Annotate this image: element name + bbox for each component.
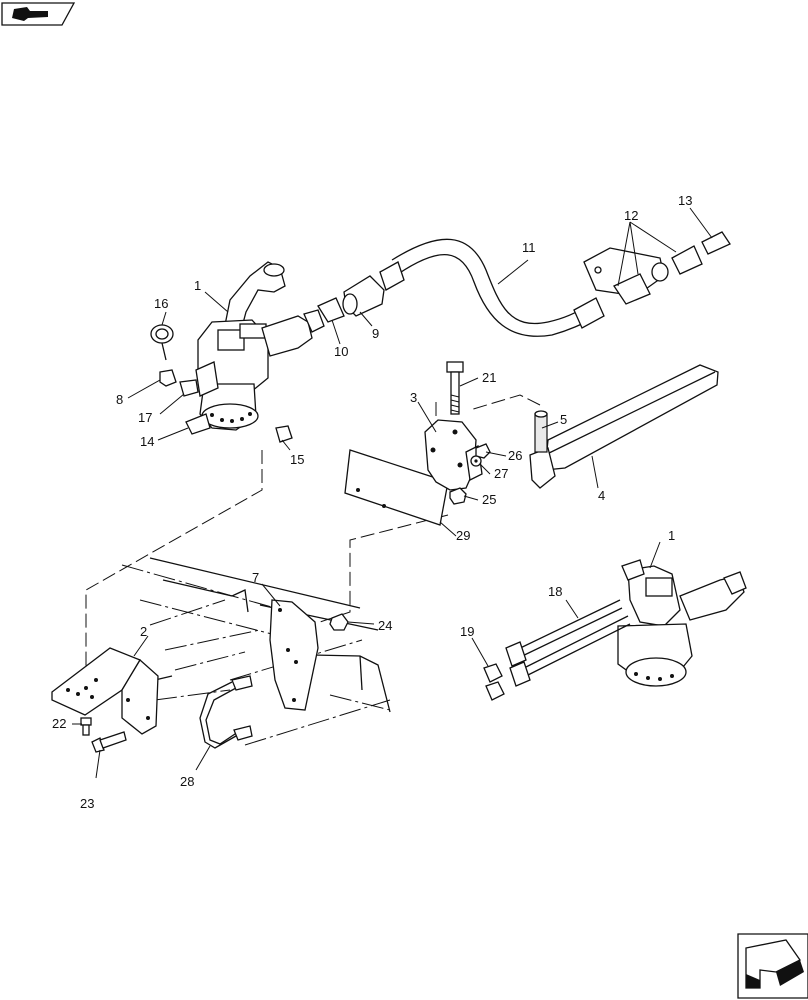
callout-15: 15	[290, 452, 304, 467]
bolt-22[interactable]	[80, 717, 92, 736]
fitting-14[interactable]	[185, 413, 211, 435]
plate-29[interactable]	[344, 449, 449, 526]
callout-23: 23	[80, 796, 94, 811]
fittings-19[interactable]	[483, 663, 505, 701]
callout-1b: 1	[668, 528, 675, 543]
callout-12: 12	[624, 208, 638, 223]
coupler-9[interactable]	[342, 275, 385, 317]
leader-lines	[72, 207, 713, 779]
callout-2: 2	[140, 624, 147, 639]
callout-1a: 1	[194, 278, 201, 293]
next-page-arrow-icon[interactable]	[737, 933, 808, 999]
callout-21: 21	[482, 370, 496, 385]
callout-18: 18	[548, 584, 562, 599]
fitting-13[interactable]	[701, 231, 731, 255]
valve-assembly-1-lower[interactable]	[617, 559, 747, 687]
callout-14: 14	[140, 434, 154, 449]
callout-26: 26	[508, 448, 522, 463]
plate-7[interactable]	[231, 589, 319, 711]
callout-19: 19	[460, 624, 474, 639]
callout-labels: 1 16 8 17 14 15 10 9 11 12 13 21 3 5 26 …	[52, 193, 692, 811]
coupler-10[interactable]	[317, 297, 345, 323]
callout-3: 3	[410, 390, 417, 405]
bolt-21[interactable]	[446, 361, 464, 415]
callout-22: 22	[52, 716, 66, 731]
callout-7: 7	[252, 570, 259, 585]
fitting-17[interactable]	[179, 379, 199, 397]
callout-27: 27	[494, 466, 508, 481]
fitting-15[interactable]	[275, 425, 293, 443]
hose-11[interactable]	[379, 238, 605, 337]
washer-27[interactable]	[470, 455, 482, 467]
callout-8: 8	[116, 392, 123, 407]
bracket-fitting-12[interactable]	[583, 245, 703, 305]
nut-24[interactable]	[329, 613, 349, 631]
callout-17: 17	[138, 410, 152, 425]
valve-assembly-1[interactable]	[195, 261, 325, 431]
nut-25[interactable]	[449, 487, 467, 505]
callout-13: 13	[678, 193, 692, 208]
nut-26[interactable]	[475, 443, 491, 459]
callout-25: 25	[482, 492, 496, 507]
callout-10: 10	[334, 344, 348, 359]
cap-16[interactable]	[150, 324, 174, 361]
elbow-fitting-8[interactable]	[159, 369, 177, 387]
book-arrow-icon[interactable]	[1, 2, 76, 26]
bolt-23[interactable]	[91, 731, 127, 753]
callout-11: 11	[522, 240, 536, 255]
bracket-3[interactable]	[424, 419, 483, 491]
arm-4[interactable]	[529, 364, 719, 489]
assembly-lines	[85, 394, 541, 746]
callout-5: 5	[560, 412, 567, 427]
callout-4: 4	[598, 488, 605, 503]
callout-29: 29	[456, 528, 470, 543]
hoses-18[interactable]	[505, 599, 631, 687]
callout-16: 16	[154, 296, 168, 311]
callout-28: 28	[180, 774, 194, 789]
callout-9: 9	[372, 326, 379, 341]
pin-5[interactable]	[534, 410, 548, 453]
bracket-2[interactable]	[51, 647, 159, 735]
u-bolt-28[interactable]	[199, 675, 253, 749]
callout-24: 24	[378, 618, 392, 633]
